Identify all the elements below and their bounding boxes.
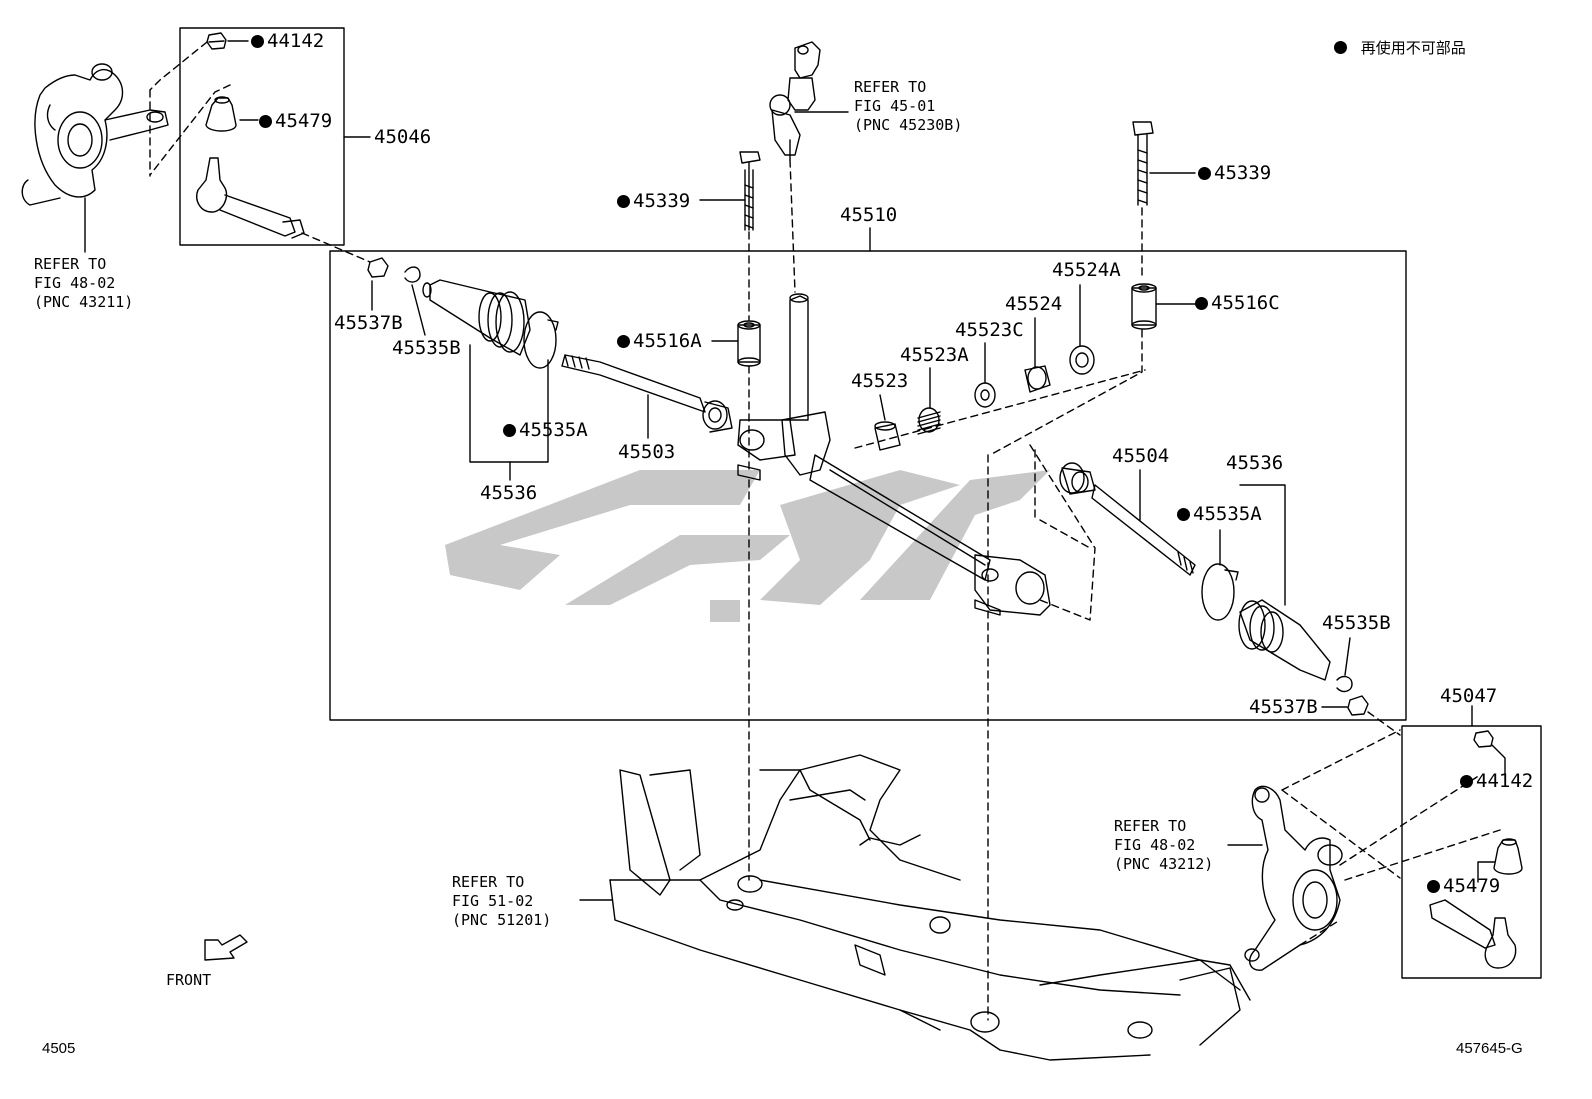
nonreusable-dot-icon	[1427, 880, 1440, 893]
locknut-45524A	[1069, 345, 1095, 375]
part-label: 45479	[1427, 876, 1500, 896]
part-label: 45535B	[392, 337, 461, 359]
rack-end-45504	[1059, 462, 1196, 576]
clamp-45535A-left	[523, 311, 559, 369]
clip-45535B-right	[1336, 675, 1353, 693]
clamp-45535A-right	[1201, 563, 1239, 621]
watermark-logo	[445, 470, 1050, 622]
part-label: 45535B	[1322, 612, 1391, 634]
boot-45536-right	[1238, 599, 1331, 681]
bushing-45516C	[1131, 283, 1157, 330]
part-label: 45536	[480, 482, 538, 504]
part-label: 45524A	[1052, 259, 1121, 281]
front-crossmember	[609, 754, 1251, 1061]
nonreusable-dot-icon	[259, 115, 272, 128]
front-label: FRONT	[166, 971, 212, 989]
part-label: 45504	[1112, 445, 1170, 467]
page-code: 4505	[42, 1040, 76, 1057]
nut-44142-left	[206, 32, 227, 50]
nut-45537B-right	[1347, 695, 1369, 716]
part-label: 45524	[1005, 293, 1063, 315]
part-label: 45339	[617, 191, 690, 211]
part-label: 45523C	[955, 319, 1024, 341]
rack-end-45503	[561, 354, 733, 433]
part-label: 45479	[259, 111, 332, 131]
dust-boot-45479-left	[205, 96, 237, 132]
clip-45535B-left	[404, 266, 421, 283]
spring-45523A	[917, 407, 941, 435]
nonreusable-dot-icon	[503, 424, 516, 437]
nonreusable-dot-icon	[1195, 297, 1208, 310]
bolt-45339-left	[739, 151, 761, 231]
part-label: 45510	[840, 204, 898, 226]
part-label: 45535A	[503, 420, 588, 440]
steering-gear-box	[329, 250, 1407, 721]
part-label: 45523A	[900, 344, 969, 366]
bushing-45516A	[737, 320, 761, 367]
part-label: 45536	[1226, 452, 1284, 474]
nonreusable-dot-icon	[1177, 508, 1190, 521]
figure-id: 457645-G	[1456, 1040, 1523, 1057]
nonreusable-dot-icon	[1198, 167, 1211, 180]
front-arrow-icon	[204, 934, 248, 961]
steering-gear-housing	[737, 293, 1051, 616]
nut-45524	[1024, 365, 1051, 393]
part-label: 45046	[374, 126, 432, 148]
part-label: 45516A	[617, 331, 702, 351]
part-label: 44142	[1460, 771, 1533, 791]
tie-rod-end-45046	[196, 157, 305, 239]
legend-text: 再使用不可部品	[1360, 39, 1466, 57]
part-label: 45047	[1440, 685, 1498, 707]
knuckle-right	[1244, 785, 1343, 971]
bolt-45339-right	[1132, 121, 1154, 206]
part-label: 45537B	[1249, 696, 1318, 718]
legend: 再使用不可部品	[1334, 37, 1466, 58]
tie-rod-end-box-left	[179, 27, 345, 246]
nonreusable-dot-icon	[617, 335, 630, 348]
knuckle-left	[21, 63, 169, 206]
dust-boot-45479-right	[1493, 838, 1523, 875]
washer-45523C	[974, 382, 996, 408]
steering-intermediate-shaft	[769, 41, 821, 161]
nonreusable-dot-icon	[1334, 41, 1347, 54]
part-label: 45537B	[334, 312, 403, 334]
part-label: 45535A	[1177, 504, 1262, 524]
tie-rod-end-45047	[1429, 899, 1517, 969]
part-label: 45516C	[1195, 293, 1280, 313]
part-label: 45503	[618, 441, 676, 463]
nonreusable-dot-icon	[617, 195, 630, 208]
part-label: 44142	[251, 31, 324, 51]
nonreusable-dot-icon	[251, 35, 264, 48]
nut-45537B-left	[367, 257, 389, 278]
part-label: 45339	[1198, 163, 1271, 183]
boot-45536-left	[422, 279, 531, 356]
nonreusable-dot-icon	[1460, 775, 1473, 788]
part-label: 45523	[851, 370, 909, 392]
nut-44142-right	[1473, 730, 1494, 748]
rack-guide-45523	[874, 421, 901, 451]
